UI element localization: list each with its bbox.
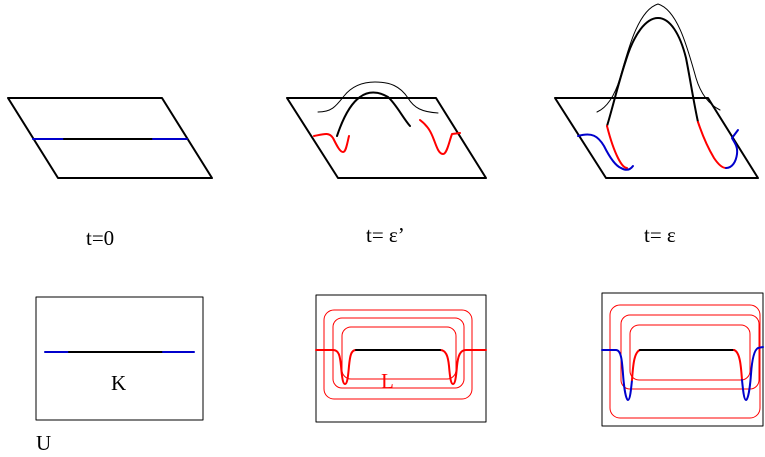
red-right-t-eps: [697, 121, 727, 169]
box-frame-t0: [35, 296, 204, 421]
red-loop-inner-t-eps-prime: [341, 326, 457, 380]
plane-t-eps: [554, 97, 759, 179]
panel-t0: [7, 97, 213, 179]
red-loop-inner-t-eps: [629, 324, 751, 381]
label-knot: K: [111, 371, 126, 395]
red-right-t-eps-box: [733, 349, 743, 381]
red-left-t-eps-box: [631, 349, 641, 381]
red-loop-outer-t-eps: [609, 304, 761, 419]
box-t-eps-prime: L: [315, 294, 487, 423]
panel-t-eps: [554, 3, 759, 179]
blue-left-t-eps: [577, 133, 622, 169]
label-t-eps-prime: t= ε’: [366, 223, 405, 247]
red-left-t-eps-prime: [313, 133, 350, 153]
plane-t0: [7, 97, 213, 179]
blue-right-t-eps-box: [741, 346, 764, 401]
thin-hump-t-eps-prime: [317, 81, 439, 114]
plane-t-eps-prime: [286, 97, 487, 179]
box-t-eps: [601, 292, 764, 427]
box-t0: K: [35, 296, 204, 421]
label-legendrian: L: [381, 369, 394, 393]
label-t-eps: t= ε: [644, 223, 676, 247]
blue-left-t-eps-box: [601, 349, 633, 401]
thick-hump-t-eps-prime: [336, 91, 411, 137]
blue-right-t-eps: [725, 129, 739, 169]
red-left-t-eps: [606, 125, 628, 169]
red-loop-outer-t-eps-prime: [323, 309, 473, 400]
red-loop-middle-t-eps-prime: [332, 317, 465, 389]
blue-left-tip-t-eps: [620, 165, 634, 171]
label-region: U: [36, 431, 51, 455]
label-t0: t=0: [86, 226, 114, 250]
panel-t-eps-prime: [286, 81, 487, 179]
thick-peak-t-eps: [606, 17, 699, 127]
thin-peak-t-eps: [596, 3, 721, 113]
red-right-t-eps-prime: [419, 119, 461, 155]
red-loop-middle-t-eps: [620, 314, 760, 390]
box-frame-t-eps-prime: [315, 294, 487, 423]
box-frame-t-eps: [601, 292, 764, 427]
red-curve-t-eps-prime: [315, 349, 487, 385]
